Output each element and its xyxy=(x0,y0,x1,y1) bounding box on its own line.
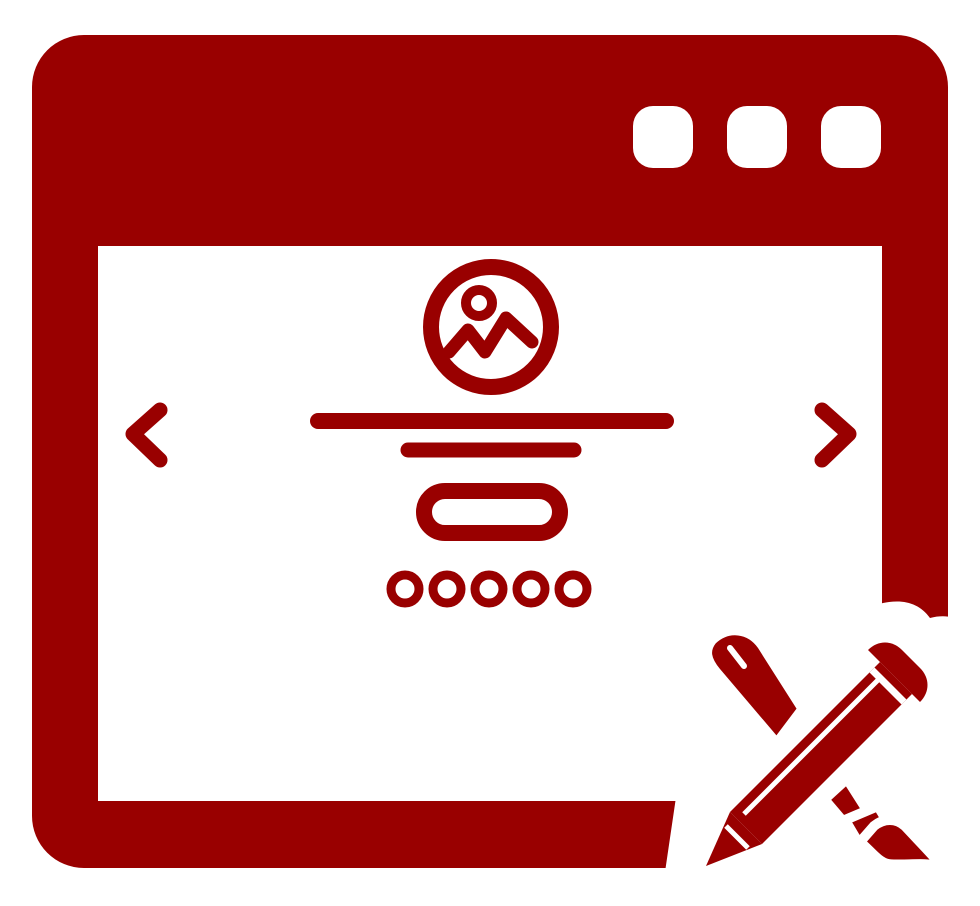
image-placeholder-icon xyxy=(423,259,559,395)
pencil-icon xyxy=(701,629,933,877)
button-placeholder xyxy=(416,483,568,541)
pagination-dot xyxy=(428,570,466,608)
pagination-dot xyxy=(386,570,424,608)
pagination-dot xyxy=(512,570,550,608)
pagination-dots xyxy=(386,570,592,608)
pagination-dot xyxy=(554,570,592,608)
window-control-dot xyxy=(727,106,787,168)
chevron-left-icon xyxy=(125,402,168,468)
chevron-right-icon xyxy=(814,402,857,468)
window-controls xyxy=(633,106,881,168)
pagination-dot xyxy=(470,570,508,608)
window-control-dot xyxy=(633,106,693,168)
window-control-dot xyxy=(821,106,881,168)
